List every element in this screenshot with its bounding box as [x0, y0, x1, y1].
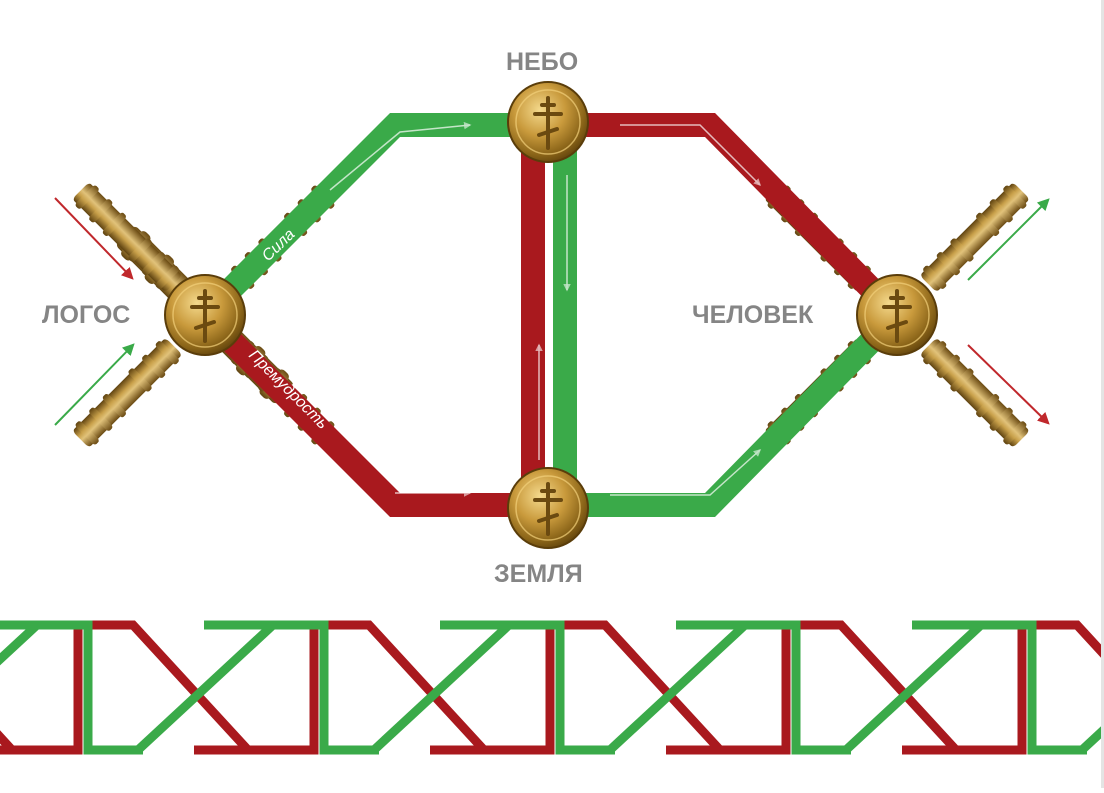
helix-green-segment — [0, 620, 143, 755]
node-nebo-medallion-icon — [506, 80, 590, 164]
path-red-nebo-zemlya — [521, 125, 545, 505]
helix-green-diagonal — [606, 621, 749, 754]
node-label-nebo: НЕБО — [506, 48, 578, 76]
path-red-nebo-chelovek — [545, 113, 906, 324]
node-zemlya-medallion-icon — [506, 466, 590, 550]
path-green-nebo-zemlya — [553, 125, 577, 505]
helix-green-diagonal — [842, 621, 985, 754]
helix-green-diagonal — [0, 621, 41, 666]
node-label-zemlya: ЗЕМЛЯ — [494, 560, 583, 588]
node-label-logos: ЛОГОС — [42, 301, 130, 329]
helix-green-diagonal — [134, 621, 277, 754]
helix-green-segment — [204, 620, 379, 755]
arrow-icon — [54, 343, 135, 426]
path-green-logos-nebo — [196, 113, 545, 324]
frame-edge — [1101, 0, 1104, 788]
helix-green-diagonal — [370, 621, 513, 754]
helix-strip — [0, 620, 1104, 755]
arrow-icon — [967, 344, 1050, 425]
helix-green-segment — [440, 620, 615, 755]
node-chelovek-medallion-icon — [855, 273, 939, 357]
node-logos-medallion-icon — [163, 273, 247, 357]
helix-green-segment — [912, 620, 1087, 755]
path-green-zemlya-chelovek — [545, 306, 906, 517]
helix-green-segment — [676, 620, 851, 755]
arrow-icon — [967, 198, 1050, 281]
node-label-chelovek: ЧЕЛОВЕК — [692, 301, 814, 329]
path-label-premudrost: Премудрость — [245, 347, 331, 433]
arrow-icon — [54, 197, 134, 280]
path-red-logos-zemlya — [196, 306, 545, 517]
helix-red-segment — [902, 620, 1104, 755]
